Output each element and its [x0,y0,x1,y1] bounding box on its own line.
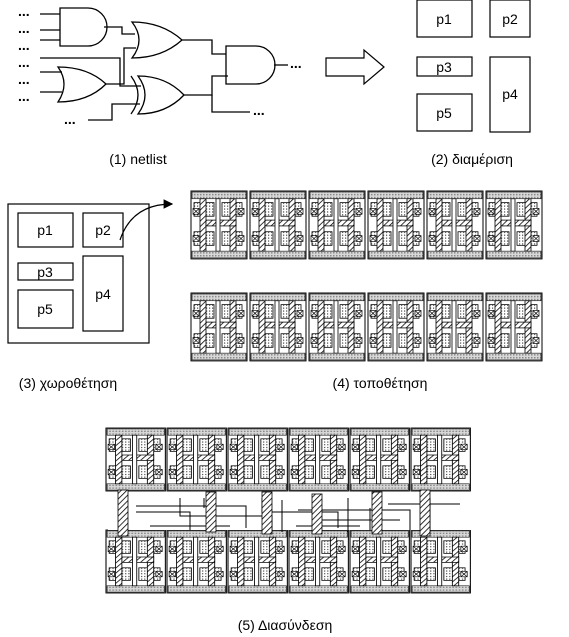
curved-arrow-icon [119,199,174,241]
floorplan-label-p2: p2 [95,222,111,238]
ellipsis-out-2: ... [253,102,265,118]
routing-bottom-cell-6 [410,529,471,594]
ellipsis-in-4: ... [18,54,30,70]
routing-top-cell-2 [166,427,227,492]
floorplan-block-p3 [17,262,74,281]
placement-bottom-cell-3 [308,292,366,362]
xor-gate-4 [136,75,185,115]
placement-top-cell-6 [485,190,543,260]
caption-floorplan: (3) χωροθέτηση [19,375,117,391]
caption-partition: (2) διαμέριση [431,151,513,167]
floorplan-block-p5 [17,289,74,329]
routing-top-cell-3 [227,427,288,492]
ellipsis-in-5: ... [18,71,30,87]
partition-label-p3: p3 [436,59,452,75]
netlist-ellipsis-group: ... ... ... ... ... ... ... ... ... [18,3,302,127]
ellipsis-in-6: ... [18,88,30,104]
routing-bottom-cell-2 [166,529,227,594]
placement-bottom-cell-2 [249,292,307,362]
floorplan-block-p2 [82,212,124,248]
flow-arrow-icon [325,48,385,86]
or-gate-2 [130,21,183,59]
partition-block-p2 [489,0,531,38]
placement-bottom-cell-1 [190,292,248,362]
routing-layout [105,427,471,594]
or-gate-3 [56,66,107,103]
and-gate-1 [59,7,108,47]
partition-block-p5 [416,93,473,132]
partition-label-p2: p2 [502,11,518,27]
partition-label-p4: p4 [502,86,518,102]
ellipsis-in-1: ... [18,3,30,19]
routing-top-cell-4 [288,427,349,492]
placement-bottom-cell-6 [485,292,543,362]
placement-top-cell-3 [308,190,366,260]
floorplan-label-p3: p3 [37,264,53,280]
caption-netlist: (1) netlist [109,151,167,167]
floorplan-label-p5: p5 [37,301,53,317]
floorplan-block-p1 [17,212,74,248]
routing-top-cell-6 [410,427,471,492]
placement-bottom-cell-5 [426,292,484,362]
routing-vias [117,489,431,537]
partition-label-p1: p1 [436,11,452,27]
placement-top-cell-2 [249,190,307,260]
partition-label-p5: p5 [436,105,452,121]
placement-top-cell-4 [367,190,425,260]
caption-placement: (4) τοποθέτηση [333,375,428,391]
ellipsis-out-1: ... [290,55,302,71]
placement-row-top [190,190,543,260]
placement-top-cell-1 [190,190,248,260]
ellipsis-in-2: ... [18,20,30,36]
floorplan-block-p4 [82,255,124,332]
routing-bottom-cell-1 [105,529,166,594]
floorplan-label-p1: p1 [37,222,53,238]
routing-bottom-cell-5 [349,529,410,594]
partition-block-p4 [489,56,531,133]
routing-bottom-cell-3 [227,529,288,594]
routing-top-cell-1 [105,427,166,492]
and-gate-5 [225,45,276,85]
routing-channel-wires [108,498,471,532]
routing-bottom-cell-4 [288,529,349,594]
caption-routing: (5) Διασύνδεση [238,617,333,633]
ellipsis-in-7: ... [64,111,76,127]
placement-top-cell-5 [426,190,484,260]
placement-row-bottom [190,292,543,362]
ellipsis-in-3: ... [18,37,30,53]
partition-block-p1 [416,0,473,38]
routing-top-cell-5 [349,427,410,492]
placement-bottom-cell-4 [367,292,425,362]
floorplan-label-p4: p4 [95,286,111,302]
netlist-schematic [40,7,288,121]
partition-block-p3 [416,56,473,77]
partition-blocks [416,0,531,133]
